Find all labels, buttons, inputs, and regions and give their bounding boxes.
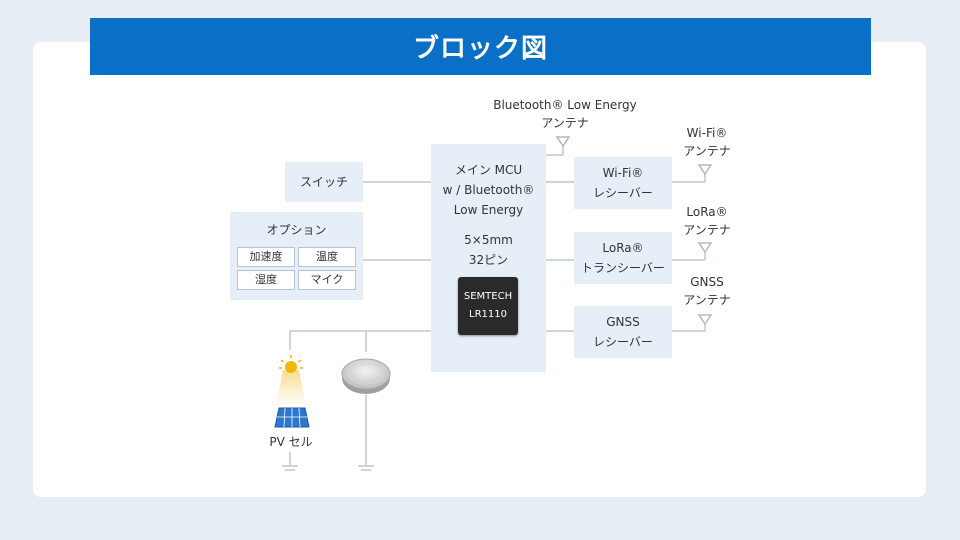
option-accelerometer: 加速度 [237,247,295,267]
wifi-antenna-line1: Wi-Fi® [686,126,728,140]
ble-antenna-label: Bluetooth® Low Energy アンテナ [480,96,650,132]
lora-antenna-line1: LoRa® [686,205,728,219]
gnss-antenna-label: GNSS アンテナ [665,273,749,309]
lora-transceiver-block: LoRa® トランシーバー [574,232,672,284]
solar-panel-icon [274,407,310,428]
mcu-size: 5×5mm [464,233,513,247]
coin-battery-icon [341,358,391,394]
lr1110-chip: SEMTECH LR1110 [458,277,518,335]
pv-cell-label: PV セル [269,435,313,449]
wifi-antenna-icon [697,164,713,176]
lora-antenna-icon [697,242,713,254]
wifi-antenna-line2: アンテナ [683,144,731,158]
gnss-receiver-line2: レシーバー [593,335,653,349]
sun-icon [276,355,306,406]
gnss-antenna-line1: GNSS [690,275,724,289]
lora-transceiver-line1: LoRa® [602,241,644,255]
lora-antenna-label: LoRa® アンテナ [665,203,749,239]
option-temperature: 温度 [298,247,356,267]
ground-icon-battery [358,465,374,471]
wifi-receiver-line1: Wi-Fi® [602,166,644,180]
chip-model: LR1110 [469,309,507,320]
ble-antenna-line2: アンテナ [541,116,589,130]
mcu-pins: 32ピン [468,253,509,267]
switch-block: スイッチ [285,162,363,202]
options-title: オプション [266,223,327,237]
mcu-line3: Low Energy [453,203,524,217]
chip-maker: SEMTECH [463,291,513,302]
wifi-receiver-line2: レシーバー [593,186,653,200]
gnss-antenna-line2: アンテナ [683,293,731,307]
ground-icon-pv [282,465,298,471]
gnss-receiver-block: GNSS レシーバー [574,306,672,358]
option-microphone: マイク [298,270,356,290]
gnss-receiver-line1: GNSS [606,315,640,329]
gnss-antenna-icon [697,314,713,326]
main-mcu-block: メイン MCU w / Bluetooth® Low Energy 5×5mm … [431,144,546,372]
switch-label: スイッチ [299,175,348,189]
lora-transceiver-line2: トランシーバー [581,261,665,275]
mcu-line1: メイン MCU [454,163,523,177]
mcu-line2: w / Bluetooth® [442,183,535,197]
lora-antenna-line2: アンテナ [683,223,731,237]
options-block: オプション 加速度 温度 湿度 マイク [230,212,363,300]
ble-antenna-icon [555,136,571,148]
wifi-antenna-label: Wi-Fi® アンテナ [665,124,749,160]
page-title: ブロック図 [90,18,871,75]
wifi-receiver-block: Wi-Fi® レシーバー [574,157,672,209]
ble-antenna-line1: Bluetooth® Low Energy [493,98,637,112]
option-humidity: 湿度 [237,270,295,290]
